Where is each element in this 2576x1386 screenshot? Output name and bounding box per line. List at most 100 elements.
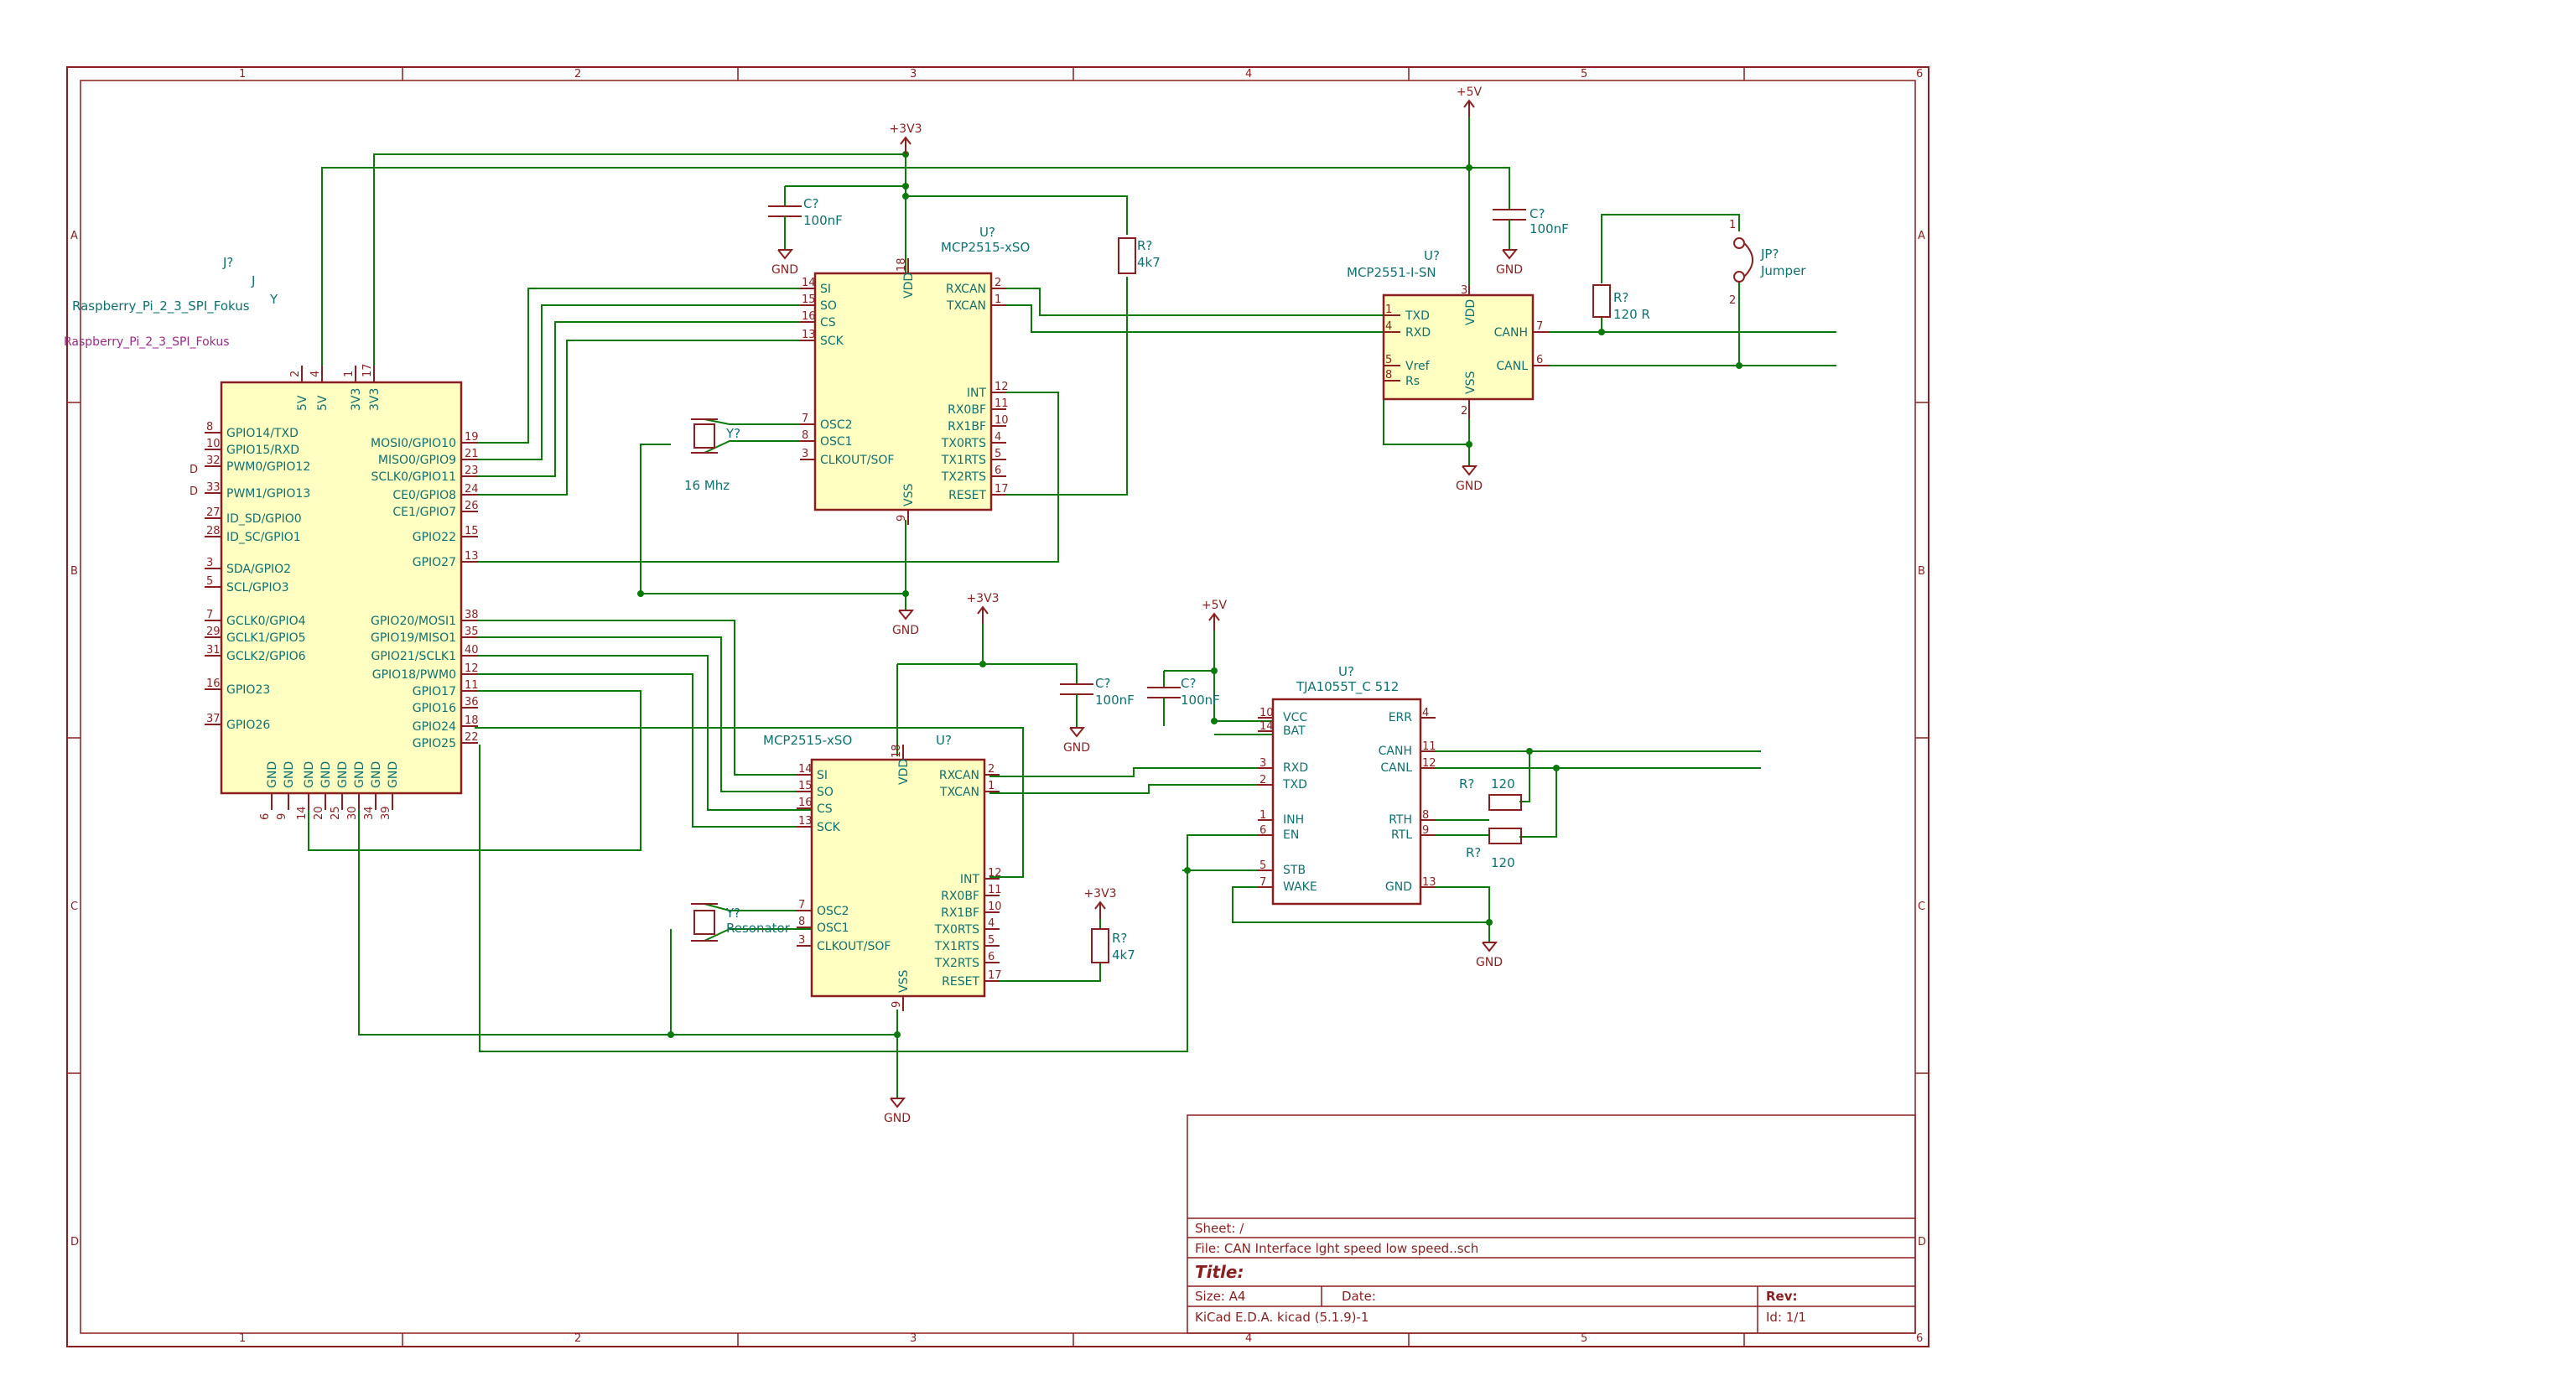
gnd-u4-label: GND xyxy=(1476,956,1503,969)
power-3v3-mid-arrow xyxy=(977,605,989,615)
rpi-pin-name: SCLK0/GPIO11 xyxy=(371,470,456,484)
rpi-pin-name: MOSI0/GPIO10 xyxy=(371,437,456,450)
u3-pin-number: 8 xyxy=(1385,369,1392,382)
rpi-pin-number: 31 xyxy=(206,644,221,657)
u4-pin-name: GND xyxy=(1385,880,1412,894)
power-5v-mid-arrow xyxy=(1208,612,1220,621)
u4-pin-name: RTH xyxy=(1389,813,1412,827)
power-5v-mid-label: +5V xyxy=(1202,599,1228,612)
u4-pin-name: STB xyxy=(1283,864,1306,877)
rpi-pin-name: GND xyxy=(353,761,366,788)
tb-file: File: CAN Interface lght speed low speed… xyxy=(1195,1241,1478,1256)
u1-pin-number: 18 xyxy=(896,257,908,272)
u2-pin-name: CLKOUT/SOF xyxy=(817,940,891,953)
resistor-r2[interactable]: R? 4k7 xyxy=(1091,928,1135,963)
junction xyxy=(1466,164,1472,171)
tb-date: Date: xyxy=(1342,1289,1376,1304)
u1-value: MCP2515-xSO xyxy=(941,240,1030,255)
rpi-pin-number: 35 xyxy=(465,626,479,638)
u2-pin-number: 14 xyxy=(798,763,813,776)
zone-col-4-top: 4 xyxy=(1245,68,1252,80)
gnd-c3-label: GND xyxy=(1063,741,1090,755)
power-3v3-mid-label: +3V3 xyxy=(966,592,999,605)
rpi-pin-name: GCLK2/GPIO6 xyxy=(226,650,306,663)
resonator-y2[interactable]: Y? Resonator xyxy=(691,903,791,942)
rpi-pin-number: 12 xyxy=(465,662,479,675)
zone-col-5-top: 5 xyxy=(1581,68,1587,80)
rpi-pin-number: 40 xyxy=(465,644,479,657)
rpi-pin-number: 32 xyxy=(206,454,221,467)
gnd-c2-symbol xyxy=(1502,249,1519,260)
r2-ref: R? xyxy=(1112,931,1127,946)
rpi-footprint: Raspberry_Pi_2_3_SPI_Fokus xyxy=(64,335,230,349)
rpi-pin-number: 14 xyxy=(296,806,309,820)
rpi-pin-number: 27 xyxy=(206,506,221,519)
u1-pin-name: OSC2 xyxy=(820,418,853,432)
rpi-pin-number: 3 xyxy=(206,557,213,569)
rpi-pin-number: 7 xyxy=(206,609,213,621)
resistor-r4[interactable]: R? 120 xyxy=(1459,776,1522,811)
rpi-pin-name: SCL/GPIO3 xyxy=(226,581,289,594)
u1-pin-number: 15 xyxy=(802,293,816,306)
junction xyxy=(1184,867,1191,874)
rpi-pin-number: 5 xyxy=(206,575,213,588)
u2-pin-number: 5 xyxy=(988,934,995,947)
rpi-pin-name: ID_SD/GPIO0 xyxy=(226,512,302,526)
u2-pin-number: 7 xyxy=(798,899,805,911)
resistor-r5[interactable]: R? 120 xyxy=(1466,828,1522,870)
resistor-r1[interactable]: R? 4k7 xyxy=(1118,237,1161,274)
resistor-r3[interactable]: R? 120 R xyxy=(1592,284,1650,322)
capacitor-c3[interactable]: C? 100nF xyxy=(1060,676,1135,728)
u1-pin-name: RX0BF xyxy=(948,403,986,417)
r4-ref: R? xyxy=(1459,776,1474,792)
jumper-jp[interactable]: 1 2 JP? Jumper xyxy=(1729,219,1806,307)
rpi-pin-name: GND xyxy=(370,761,383,788)
c4-ref: C? xyxy=(1181,676,1196,691)
tb-sheet: Sheet: / xyxy=(1195,1221,1244,1236)
tb-title: Title: xyxy=(1195,1262,1244,1282)
capacitor-c2[interactable]: C? 100nF xyxy=(1493,206,1569,250)
gnd-u1-symbol xyxy=(898,610,915,620)
u4-pin-number: 10 xyxy=(1259,707,1274,719)
u1-pin-name: CS xyxy=(820,316,836,330)
u3-pin-name: RXD xyxy=(1405,326,1431,340)
r3-value: 120 R xyxy=(1613,307,1650,322)
r5-value: 120 xyxy=(1491,855,1515,870)
gnd-c2-label: GND xyxy=(1496,263,1523,277)
u1-pin-name: INT xyxy=(967,387,987,400)
rpi-connector[interactable]: J? J Y Raspberry_Pi_2_3_SPI_Fokus Raspbe… xyxy=(64,255,479,820)
rpi-pin-name: GND xyxy=(283,761,296,788)
rpi-pin-number: 13 xyxy=(465,550,479,563)
u4-pin-name: RXD xyxy=(1283,761,1308,775)
u1-pin-name: RXCAN xyxy=(946,283,986,296)
rpi-pin-name: GCLK1/GPIO5 xyxy=(226,631,306,645)
junction xyxy=(979,661,986,667)
u2-pin-number: 6 xyxy=(988,951,995,963)
u2-pin-name: VSS xyxy=(897,970,911,993)
u2-pin-name: INT xyxy=(960,873,980,886)
capacitor-c1[interactable]: C? 100nF xyxy=(768,196,843,250)
crystal-y1[interactable]: Y? 16 Mhz xyxy=(684,418,740,493)
u1-pin-name: SCK xyxy=(820,335,844,348)
u2-pin-name: TX1RTS xyxy=(934,940,979,953)
u3-pin-number: 6 xyxy=(1536,354,1543,366)
u2-pin-number: 8 xyxy=(798,916,805,928)
u3-pin-number: 1 xyxy=(1385,304,1392,316)
capacitor-c4[interactable]: C? 100nF xyxy=(1147,676,1220,726)
zone-row-d-right: D xyxy=(1918,1236,1926,1248)
rpi-pin-number: 6 xyxy=(259,813,272,820)
u2-pin-number: 4 xyxy=(988,917,995,930)
rpi-right-pins: 19MOSI0/GPIO1021MISO0/GPIO923SCLK0/GPIO1… xyxy=(371,431,479,750)
power-3v3-r2-arrow xyxy=(1094,901,1106,910)
rpi-pin-name: ID_SC/GPIO1 xyxy=(226,531,301,544)
u4-value: TJA1055T_C 512 xyxy=(1296,679,1399,695)
u3-pin-number: 5 xyxy=(1385,354,1392,366)
zone-row-b-right: B xyxy=(1918,565,1925,578)
zone-row-a-left: A xyxy=(70,230,78,242)
u1-pin-number: 8 xyxy=(802,429,808,442)
